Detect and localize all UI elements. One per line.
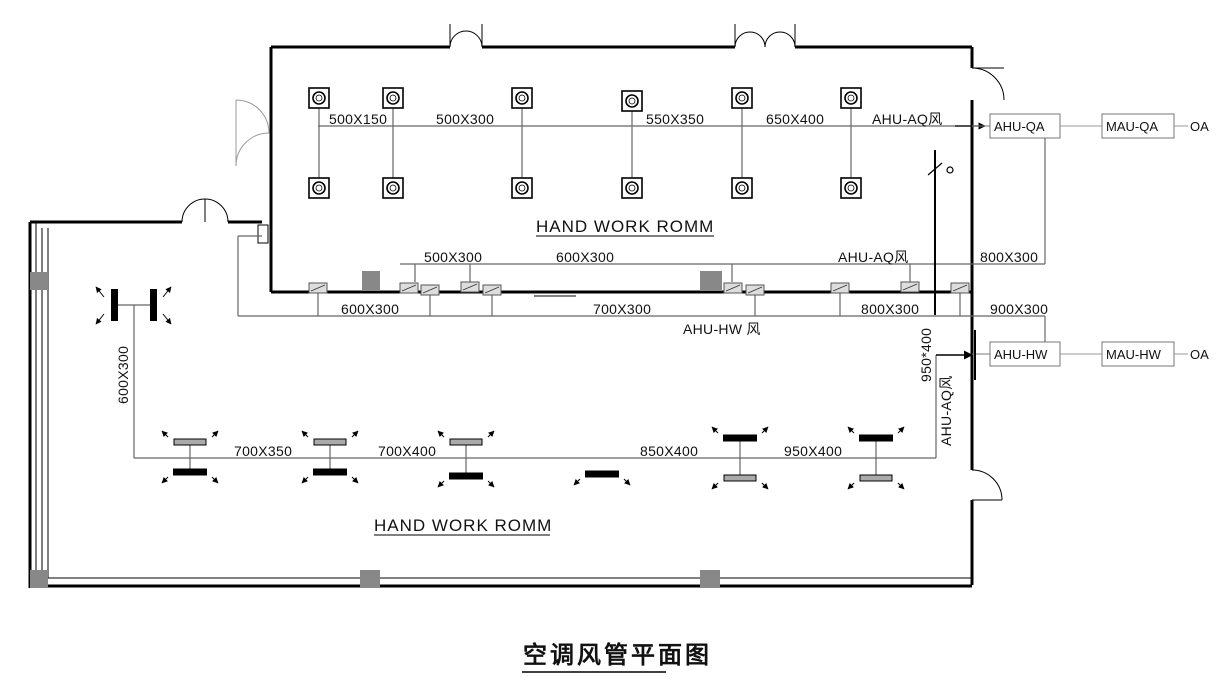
duct-size-label: 500X150 [329,111,387,127]
ceiling-diffusers [308,87,862,199]
duct-size-label: 700X300 [593,301,651,317]
air-handling-equipment: AHU-QA MAU-QA OA AHU-HW MAU-HW OA [972,113,1209,380]
duct-size-label: 850X400 [640,443,698,459]
duct-size-label: 500X300 [424,249,482,265]
lower-return-duct [237,235,1046,342]
duct-size-label: 800X300 [861,301,919,317]
mau-hw-unit: MAU-HW [1106,347,1162,362]
duct-size-label: 500X300 [436,111,494,127]
lower-supply-duct [112,304,973,478]
drawing-title: 空调风管平面图 [523,641,712,669]
duct-size-label: 600X300 [556,249,614,265]
ahu-aq-label: AHU-AQ风 [872,111,943,127]
duct-size-label: 550X350 [646,111,704,127]
upper-duct-size-labels: 500X150 500X300 550X350 650X400 AHU-AQ风 [329,111,943,127]
duct-size-label: 900X300 [990,301,1048,317]
ahu-aq-label: AHU-AQ风 [938,375,954,446]
building-walls [28,45,974,588]
duct-size-label: 600X300 [115,346,131,404]
oa-top-label: OA [1190,119,1209,134]
mau-qa-unit: MAU-QA [1106,119,1158,134]
upper-supply-duct [318,105,986,178]
ahu-hw-label: AHU-HW 风 [683,321,761,337]
middle-duct-size-labels: 500X300 600X300 AHU-AQ风 800X300 [424,249,1038,265]
duct-size-label: 950X400 [784,443,842,459]
duct-size-label: 650X400 [766,111,824,127]
upper-room-label: HAND WORK ROMM [536,217,714,236]
side-wall-grille-pair [95,286,172,325]
duct-size-label: 700X400 [378,443,436,459]
ahu-aq-label: AHU-AQ风 [838,249,909,265]
lower-room-label: HAND WORK ROMM [374,516,552,535]
duct-size-label: 600X300 [341,301,399,317]
lower-duct-size-labels: 600X300 700X350 700X400 850X400 950X400 … [115,328,954,459]
ahu-qa-unit: AHU-QA [994,119,1045,134]
oa-bottom-label: OA [1190,347,1209,362]
duct-size-label: 700X350 [234,443,292,459]
door-swings [181,24,1005,501]
duct-size-label: 950*400 [918,328,934,382]
middle-return-duct [400,138,1046,315]
duct-size-label: 800X300 [980,249,1038,265]
ahu-hw-unit: AHU-HW [994,347,1048,362]
lower-return-size-labels: 600X300 700X300 800X300 900X300 AHU-HW 风 [341,301,1048,337]
